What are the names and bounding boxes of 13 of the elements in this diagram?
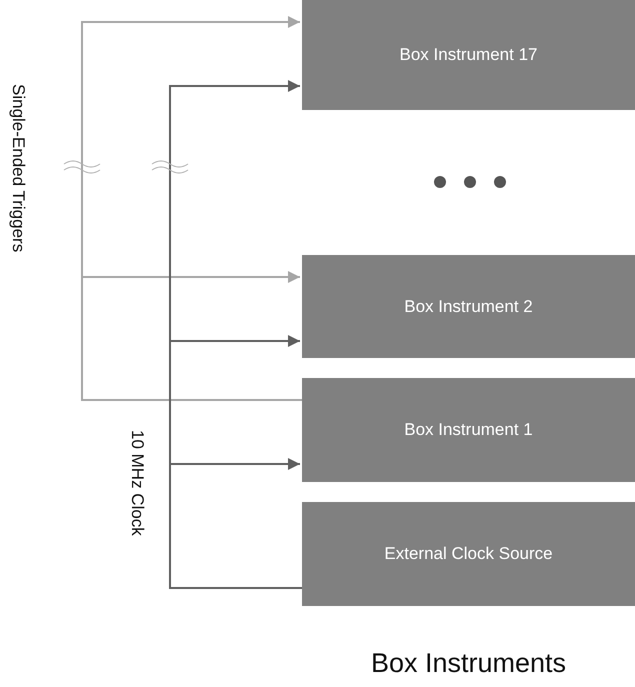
instrument-box	[302, 255, 635, 358]
connector-arrow	[81, 271, 302, 401]
instrument-box	[302, 378, 635, 482]
box-label: External Clock Source	[384, 544, 553, 564]
caption: Box Instruments	[370, 648, 568, 679]
connector-arrow	[169, 458, 302, 589]
box-label: Box Instrument 17	[400, 45, 538, 65]
signal-label: 10 MHz Clock	[127, 430, 147, 536]
signal-label: Single-Ended Triggers	[8, 84, 28, 252]
box-label: Box Instrument 1	[404, 420, 533, 440]
instrument-box	[302, 502, 635, 606]
box-label: Box Instrument 2	[404, 296, 533, 316]
instrument-box	[302, 0, 635, 110]
